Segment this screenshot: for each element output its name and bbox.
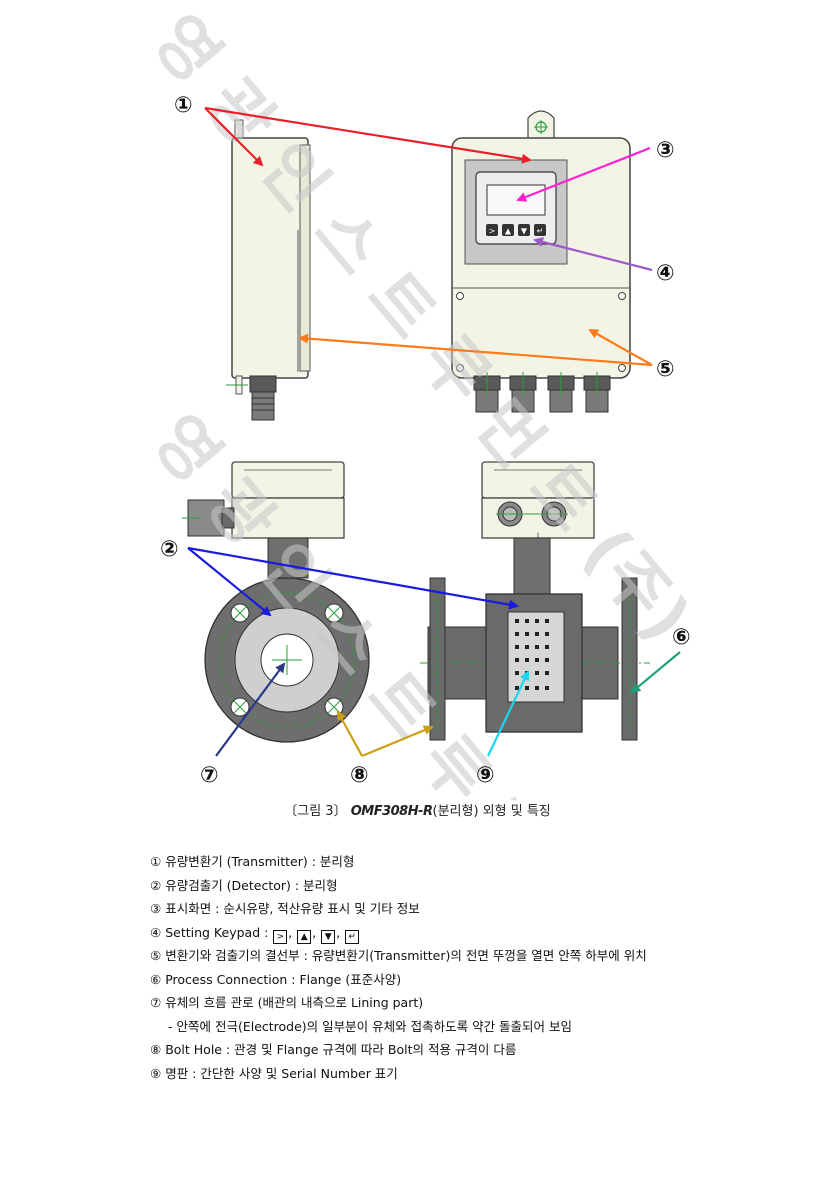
- legend-text: 유체의 흐름 관로 (배관의 내측으로 Lining part): [165, 995, 424, 1010]
- legend-item: ⑦ 유체의 흐름 관로 (배관의 내측으로 Lining part): [150, 991, 790, 1015]
- callout-8: ⑧: [350, 763, 369, 788]
- legend-num: ⑤: [150, 948, 162, 963]
- transmitter-side-view: [226, 119, 311, 421]
- callout-5: ⑤: [656, 357, 675, 382]
- callout-labels: ① ② ③ ④ ⑤ ⑥ ⑦ ⑧ ⑨: [160, 93, 691, 788]
- legend-text: 표시화면 : 순시유량, 적산유량 표시 및 기타 정보: [165, 901, 420, 916]
- detector-side-view: ⏚: [420, 461, 650, 741]
- legend-item: ③ 표시화면 : 순시유량, 적산유량 표시 및 기타 정보: [150, 897, 790, 921]
- figure-caption: 〔그림 3〕 OMF308H-R(분리형) 외형 및 특징: [0, 800, 835, 819]
- callout-9: ⑨: [476, 763, 495, 788]
- transmitter-front-view: > ▲ ▼ ↵: [451, 110, 631, 413]
- detector-flange-face-view: [182, 461, 370, 743]
- caption-model: OMF308H-R: [350, 804, 433, 819]
- product-figure: > ▲ ▼ ↵: [138, 1, 705, 800]
- legend-num: ②: [150, 877, 162, 893]
- legend-item: ⑥ Process Connection : Flange (표준사양): [150, 968, 790, 992]
- feature-legend: ① 유량변환기 (Transmitter) : 분리형 ② 유량검출기 (Det…: [150, 850, 790, 1085]
- front-keypad: > ▲ ▼ ↵: [486, 224, 546, 236]
- legend-text: Process Connection : Flange (표준사양): [165, 971, 402, 987]
- key-right-glyph: >: [489, 227, 496, 236]
- legend-subitem: - 안쪽에 전극(Electrode)의 일부분이 유체와 접촉하도록 약간 돌…: [168, 1018, 573, 1034]
- key-down-icon: ▼: [321, 929, 336, 944]
- legend-item: ⑧ Bolt Hole : 관경 및 Flange 규격에 따라 Bolt의 적…: [150, 1038, 790, 1062]
- legend-num: ⑨: [150, 1065, 162, 1081]
- callout-3: ③: [656, 138, 675, 163]
- key-enter-glyph: ↵: [537, 227, 544, 236]
- legend-num: ④: [150, 924, 162, 940]
- legend-num: ③: [150, 901, 162, 916]
- key-down-glyph: ▼: [521, 227, 528, 236]
- callout-1: ①: [174, 93, 193, 118]
- callout-7: ⑦: [200, 763, 219, 788]
- callout-6: ⑥: [672, 625, 691, 650]
- legend-text: 유량변환기 (Transmitter) : 분리형: [165, 854, 355, 869]
- callout-4: ④: [656, 261, 675, 286]
- caption-prefix: 〔그림 3〕: [284, 804, 347, 819]
- nameplate-dots: [515, 619, 549, 690]
- caption-suffix: (분리형) 외형 및 특징: [432, 804, 551, 819]
- key-up-icon: ▲: [297, 929, 312, 944]
- legend-item: ① 유량변환기 (Transmitter) : 분리형: [150, 850, 790, 874]
- legend-item: ⑤ 변환기와 검출기의 결선부 : 유량변환기(Transmitter)의 전면…: [150, 944, 790, 968]
- callout-2: ②: [160, 537, 179, 562]
- legend-text: 명판 : 간단한 사양 및 Serial Number 표기: [165, 1065, 398, 1081]
- cable-glands: [473, 372, 611, 413]
- legend-item: ② 유량검출기 (Detector) : 분리형: [150, 874, 790, 898]
- legend-text: Bolt Hole : 관경 및 Flange 규격에 따라 Bolt의 적용 …: [165, 1042, 517, 1057]
- legend-num: ⑥: [150, 971, 162, 987]
- legend-num: ⑦: [150, 995, 162, 1010]
- legend-num: ①: [150, 854, 162, 869]
- legend-item: ⑨ 명판 : 간단한 사양 및 Serial Number 표기: [150, 1062, 790, 1086]
- key-up-glyph: ▲: [505, 227, 512, 236]
- legend-item: ④ Setting Keypad : >, ▲, ▼, ↵: [150, 921, 790, 945]
- legend-text: 유량검출기 (Detector) : 분리형: [165, 877, 338, 893]
- legend-num: ⑧: [150, 1042, 162, 1057]
- callout-arrows: [187, 106, 681, 758]
- legend-text: Setting Keypad :: [165, 924, 269, 940]
- legend-text: 변환기와 검출기의 결선부 : 유량변환기(Transmitter)의 전면 뚜…: [165, 948, 647, 963]
- key-right-icon: >: [273, 929, 288, 944]
- key-enter-icon: ↵: [345, 929, 360, 944]
